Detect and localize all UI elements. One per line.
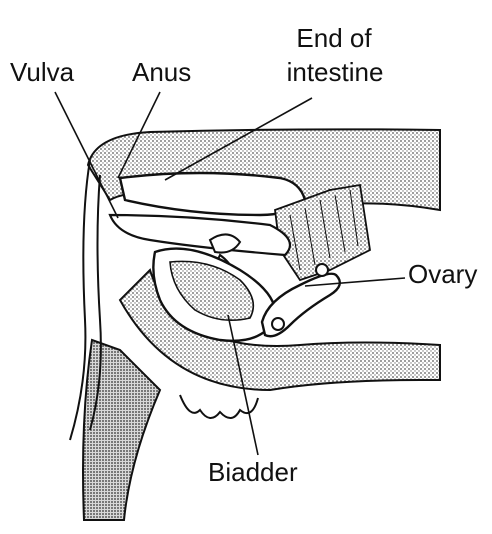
uterus — [110, 215, 290, 255]
label-bladder: Biadder — [208, 458, 298, 487]
hind-leg — [83, 340, 160, 520]
label-anus: Anus — [132, 58, 191, 87]
label-ovary: Ovary — [408, 260, 477, 289]
label-intestine: intestine — [265, 58, 405, 87]
label-end-of: End of — [279, 24, 389, 53]
label-vulva: Vulva — [10, 58, 74, 87]
